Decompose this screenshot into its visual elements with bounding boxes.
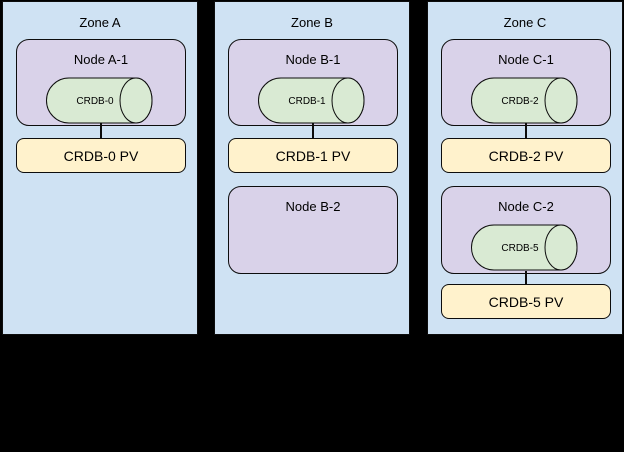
crdb-0-pv-box: CRDB-0 PV: [16, 138, 186, 173]
zone-c: Zone C Node C-1 CRDB-2 CRDB-2 PV Node C-…: [427, 1, 623, 335]
zone-b-label: Zone B: [291, 15, 333, 30]
crdb-0-pv-label: CRDB-0 PV: [63, 147, 139, 164]
node-c-2: Node C-2 CRDB-5: [441, 186, 611, 274]
crdb-0-database-cylinder-icon: CRDB-0: [46, 77, 153, 124]
cylinder-face: [331, 77, 365, 124]
node-b-2-label: Node B-2: [285, 199, 341, 214]
node-b-1: Node B-1 CRDB-1: [228, 39, 398, 126]
connector-line: [525, 271, 527, 285]
crdb-0-label: CRDB-0: [76, 96, 114, 107]
crdb-1-pv-label: CRDB-1 PV: [275, 147, 351, 164]
node-b-2: Node B-2: [228, 186, 398, 274]
connector-line: [525, 123, 527, 139]
cylinder-face: [544, 77, 578, 124]
connector-line: [312, 123, 314, 139]
crdb-2-pv-label: CRDB-2 PV: [488, 147, 564, 164]
zone-a-label: Zone A: [79, 15, 121, 30]
node-c-1: Node C-1 CRDB-2: [441, 39, 611, 126]
crdb-1-pv-box: CRDB-1 PV: [228, 138, 398, 173]
crdb-5-database-cylinder-icon: CRDB-5: [471, 224, 578, 271]
connector-line: [100, 123, 102, 139]
crdb-2-database-cylinder-icon: CRDB-2: [471, 77, 578, 124]
node-a-1: Node A-1 CRDB-0: [16, 39, 186, 126]
node-b-1-label: Node B-1: [285, 52, 341, 67]
node-c-2-label: Node C-2: [498, 199, 554, 214]
crdb-5-label: CRDB-5: [501, 243, 539, 254]
zone-a: Zone A Node A-1 CRDB-0 CRDB-0 PV: [2, 1, 198, 335]
crdb-2-pv-box: CRDB-2 PV: [441, 138, 611, 173]
cylinder-face: [544, 224, 578, 271]
cylinder-face: [119, 77, 153, 124]
zone-c-label: Zone C: [503, 15, 547, 30]
crdb-5-pv-label: CRDB-5 PV: [488, 293, 564, 310]
node-a-1-label: Node A-1: [73, 52, 129, 67]
crdb-5-pv-box: CRDB-5 PV: [441, 284, 611, 319]
zone-b: Zone B Node B-1 CRDB-1 CRDB-1 PV Node B-…: [214, 1, 410, 335]
crdb-2-label: CRDB-2: [501, 96, 539, 107]
crdb-1-database-cylinder-icon: CRDB-1: [258, 77, 365, 124]
crdb-1-label: CRDB-1: [288, 96, 326, 107]
node-c-1-label: Node C-1: [498, 52, 554, 67]
